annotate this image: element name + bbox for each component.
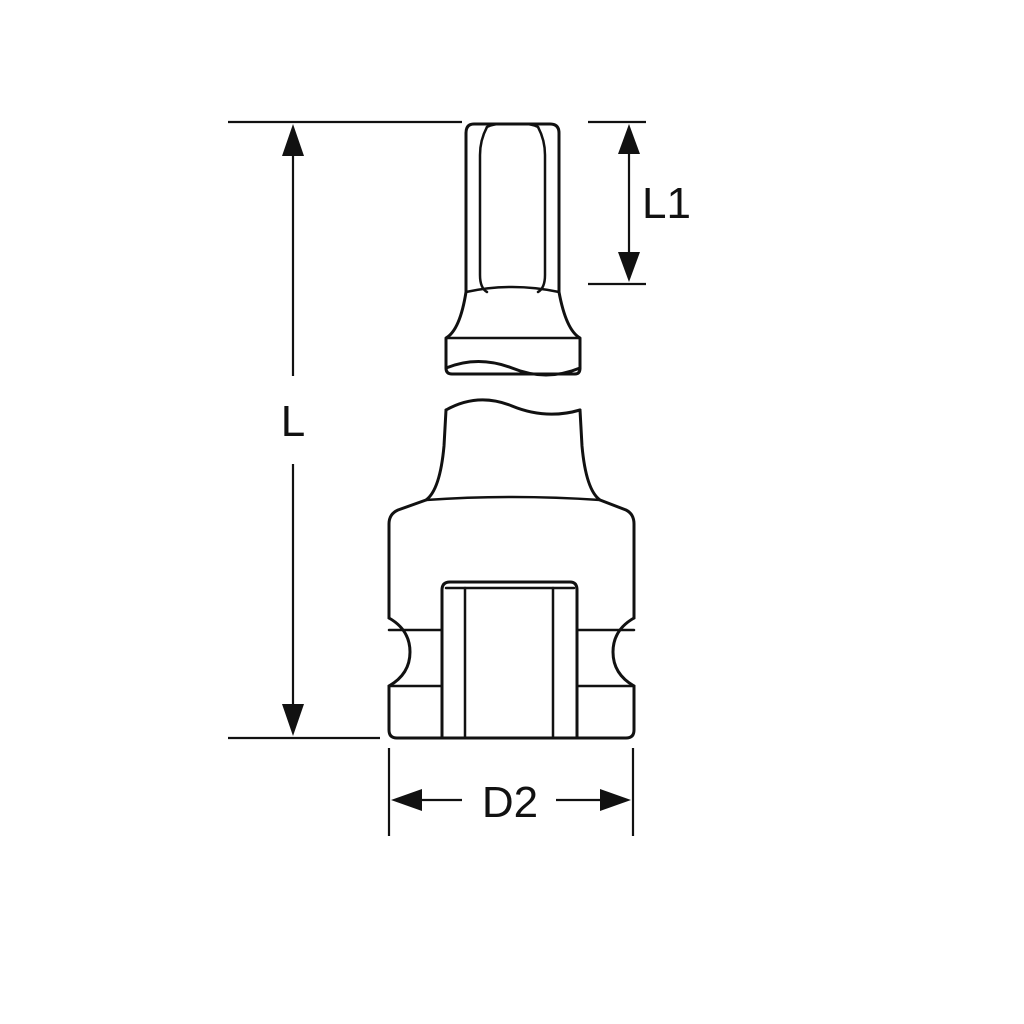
arrow-up-icon [618, 124, 640, 154]
arrow-down-icon [282, 704, 304, 736]
dimension-label-d2: D2 [482, 778, 538, 827]
arrow-up-icon [282, 124, 304, 156]
arrow-left-icon [391, 789, 422, 811]
dimension-overall-length: L [228, 120, 462, 740]
dimension-label-l1: L1 [642, 179, 691, 228]
arrow-down-icon [618, 252, 640, 282]
dimension-drive-diameter: D2 [387, 748, 635, 836]
hex-bit-tip [444, 122, 582, 377]
dimension-tip-length: L1 [588, 120, 691, 286]
dimension-label-l: L [281, 397, 305, 446]
socket-body [387, 398, 636, 740]
arrow-right-icon [600, 789, 631, 811]
